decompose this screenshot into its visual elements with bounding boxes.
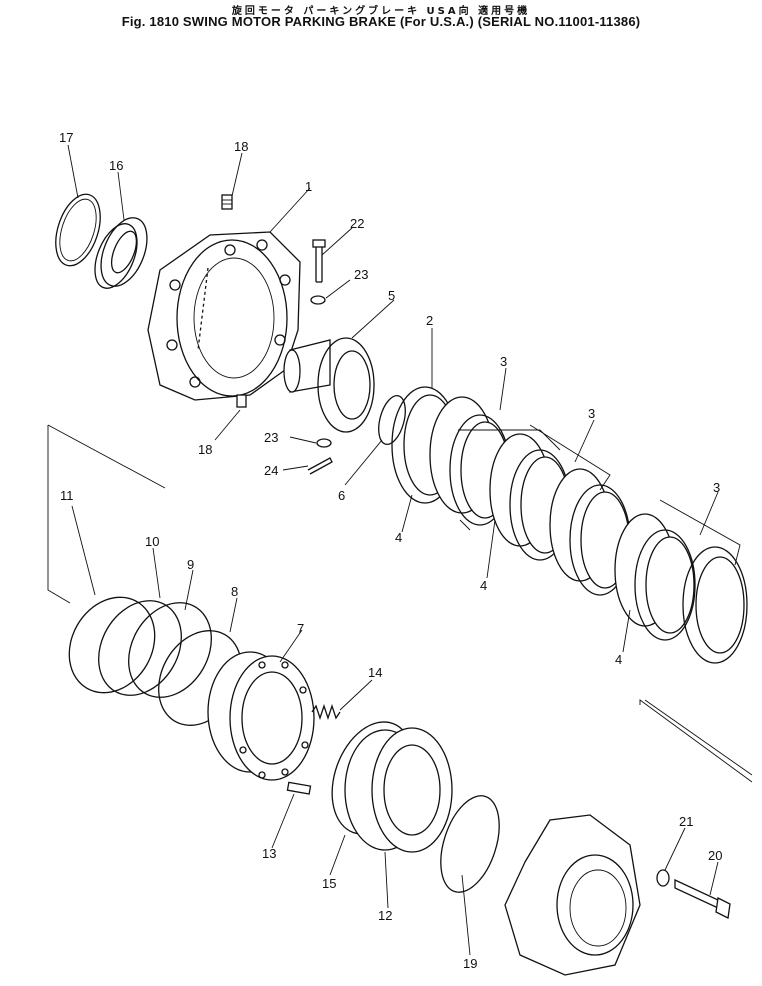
figure-title: Fig. 1810 SWING MOTOR PARKING BRAKE (For…	[121, 14, 641, 29]
callout-23-upper: 23	[354, 267, 368, 282]
callout-16: 16	[109, 158, 123, 173]
callout-4-second: 4	[480, 578, 487, 593]
part-17-snap-ring	[55, 193, 101, 267]
callout-2: 2	[426, 313, 433, 328]
callout-22: 22	[350, 216, 364, 231]
callout-23-lower: 23	[264, 430, 278, 445]
part-18-plug-lower	[236, 394, 247, 408]
callout-18-upper: 18	[234, 139, 248, 154]
callout-8: 8	[231, 584, 238, 599]
part-24-cotter-pin	[307, 457, 333, 475]
part-7-piston	[207, 651, 315, 781]
callout-15: 15	[322, 876, 336, 891]
callout-4-first: 4	[395, 530, 402, 545]
callout-18-lower: 18	[198, 442, 212, 457]
leader-lines	[67, 144, 719, 956]
part-20-bolt	[674, 878, 731, 919]
callout-14: 14	[368, 665, 382, 680]
callout-3-third: 3	[713, 480, 720, 495]
callout-12: 12	[378, 908, 392, 923]
callout-5: 5	[388, 288, 395, 303]
callout-7: 7	[297, 621, 304, 636]
callout-19: 19	[463, 956, 477, 971]
assembly-bracket-lines	[47, 424, 753, 783]
part-22-pin	[312, 239, 326, 283]
callout-11: 11	[60, 488, 74, 503]
title-japanese: 旋回モータ パーキングブレーキ USA向 適用号機	[231, 6, 531, 17]
part-5-gear-shaft	[283, 337, 375, 433]
part-1-housing	[147, 231, 301, 401]
callout-17: 17	[59, 130, 73, 145]
part-19-o-ring	[440, 795, 500, 893]
callout-24: 24	[264, 463, 278, 478]
part-13-pin	[286, 781, 312, 795]
part-21-washer	[656, 869, 670, 887]
part-11-backup-ring	[68, 596, 156, 694]
part-23-washer-upper	[310, 295, 326, 305]
part-9-backup-ring	[128, 602, 212, 698]
part-18-plug-upper	[221, 194, 233, 210]
part-16-bearing	[94, 217, 148, 289]
callout-1: 1	[305, 179, 312, 194]
callout-3-first: 3	[500, 354, 507, 369]
part-12-cylinder	[344, 727, 453, 853]
parts-2-3-4-brake-plate-stack	[391, 386, 748, 664]
callout-6: 6	[338, 488, 345, 503]
callout-9: 9	[187, 557, 194, 572]
callout-10: 10	[145, 534, 159, 549]
callout-3-second: 3	[588, 406, 595, 421]
callout-21: 21	[679, 814, 693, 829]
callout-20: 20	[708, 848, 722, 863]
part-14-spring	[311, 703, 341, 721]
callout-numbers: 17 16 18 1 22 23 5 2 3 3 3 18 23 24 6 4 …	[59, 130, 722, 971]
brake-cover	[504, 814, 641, 976]
part-10-o-ring	[98, 600, 182, 696]
part-23-washer-lower	[316, 438, 332, 448]
callout-13: 13	[262, 846, 276, 861]
part-6-o-ring	[378, 395, 406, 445]
callout-4-third: 4	[615, 652, 622, 667]
